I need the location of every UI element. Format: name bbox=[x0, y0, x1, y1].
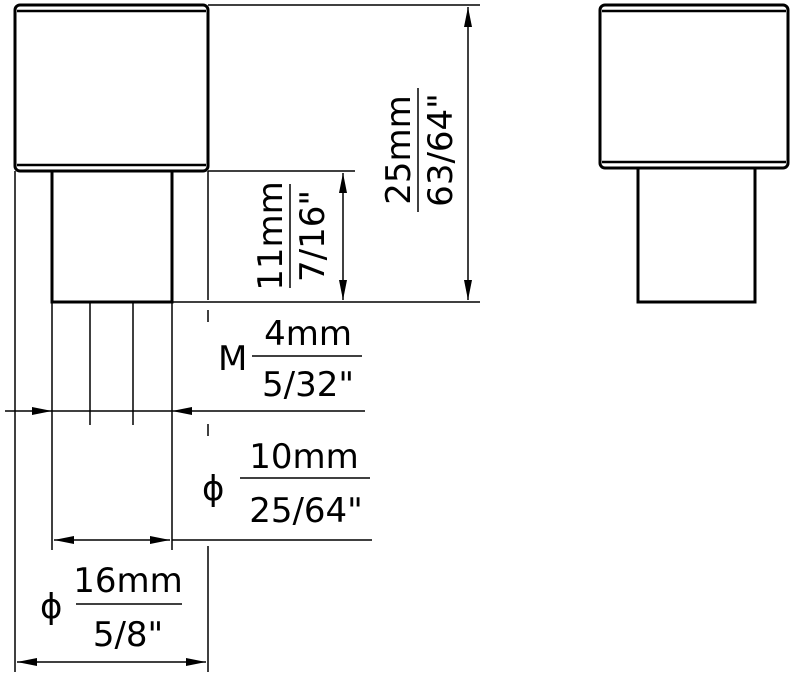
stem-diameter-prefix: ϕ bbox=[202, 469, 224, 509]
total-height-imperial: 63/64" bbox=[421, 93, 461, 207]
thread-prefix: M bbox=[218, 339, 247, 379]
stem-diameter-label: ϕ 10mm 25/64" bbox=[202, 437, 370, 531]
knob-stem bbox=[50, 169, 174, 304]
knob-front-view bbox=[598, 3, 790, 304]
knob-head bbox=[13, 3, 210, 173]
total-height-label: 25mm 63/64" bbox=[379, 88, 461, 212]
head-diameter-metric: 16mm bbox=[73, 561, 183, 601]
total-height-metric: 25mm bbox=[379, 95, 419, 205]
stem-diameter-imperial: 25/64" bbox=[249, 491, 363, 531]
head-diameter-prefix: ϕ bbox=[40, 587, 62, 627]
stem-height-metric: 11mm bbox=[251, 181, 291, 291]
stem-height-label: 11mm 7/16" bbox=[251, 181, 333, 291]
head-diameter-imperial: 5/8" bbox=[93, 615, 163, 655]
head-diameter-label: ϕ 16mm 5/8" bbox=[40, 561, 183, 655]
front-stem bbox=[636, 166, 757, 304]
stem-diameter-metric: 10mm bbox=[249, 437, 359, 477]
knob-side-view bbox=[13, 3, 210, 304]
front-head bbox=[598, 3, 790, 170]
stem-height-imperial: 7/16" bbox=[293, 190, 333, 282]
thread-label: M 4mm 5/32" bbox=[218, 314, 362, 405]
thread-imperial: 5/32" bbox=[262, 365, 354, 405]
thread-metric: 4mm bbox=[264, 314, 352, 354]
extension-lines bbox=[14, 4, 480, 672]
